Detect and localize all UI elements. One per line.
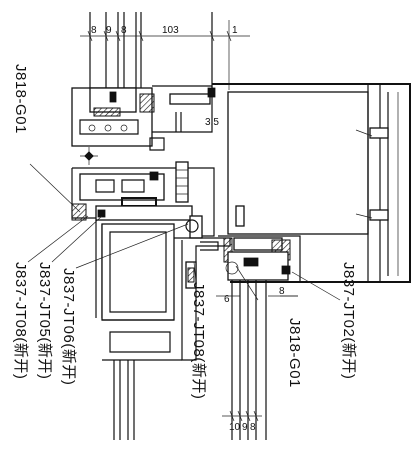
top-dimension-line	[80, 20, 250, 90]
label-j837-jt06: J837-JT06(新开)	[60, 268, 77, 385]
dim-bottom-9: 9	[242, 422, 248, 433]
dim-top-8a: 8	[91, 25, 97, 36]
upper-glass-lines	[89, 12, 213, 105]
label-j818-g01-upper: J818-G01	[12, 64, 29, 134]
label-j837-jt02: J837-JT02(新开)	[340, 262, 357, 379]
label-j818-g01-lower: J818-G01	[286, 318, 303, 388]
dim-top-9: 9	[106, 25, 112, 36]
label-j837-jt08-left: J837-JT08(新开)	[12, 262, 29, 379]
crosshair-symbol	[80, 147, 98, 165]
main-frame-right	[212, 83, 411, 283]
dim-side-6: 6	[224, 294, 230, 305]
dim-top-8b: 8	[121, 25, 127, 36]
label-j837-jt05: J837-JT05(新开)	[36, 262, 53, 379]
dim-bottom-8: 8	[250, 422, 256, 433]
dim-bottom-10: 10	[229, 422, 241, 433]
dim-top-103: 103	[162, 25, 179, 36]
bottom-dimension-line	[222, 410, 262, 422]
label-j837-jt08-mid: J837-JT08(新开)	[190, 282, 207, 399]
dim-side-8: 8	[279, 286, 285, 297]
dim-top-1: 1	[232, 25, 238, 36]
leader-lines	[27, 163, 341, 301]
middle-sash-profile	[71, 161, 215, 239]
upper-frame-profile	[71, 85, 216, 151]
dim-inner-3-5: 3.5	[205, 117, 219, 128]
lower-right-sash	[218, 235, 301, 440]
lower-frame-profile	[95, 220, 231, 440]
